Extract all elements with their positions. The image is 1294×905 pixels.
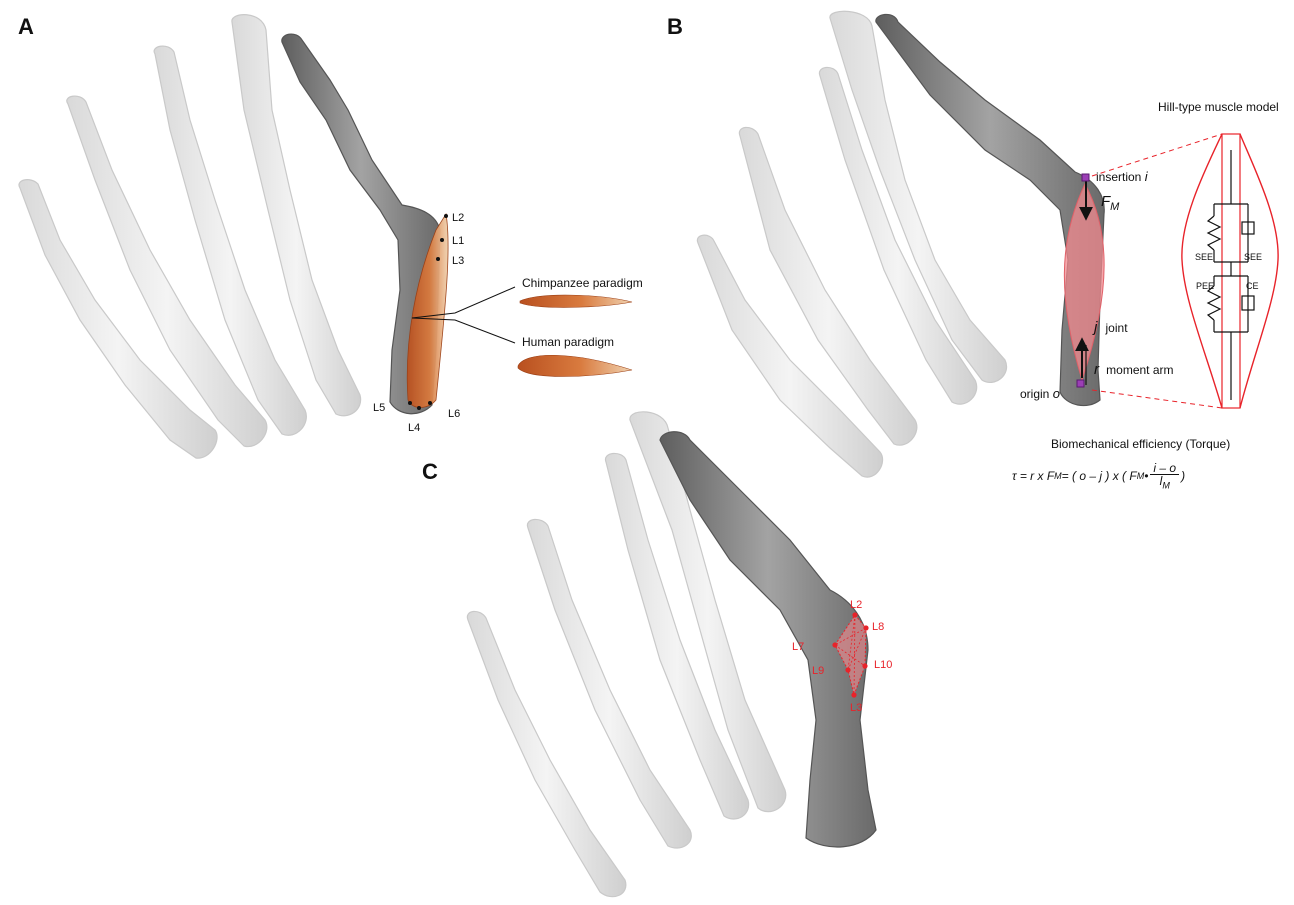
origin-marker	[1077, 380, 1084, 387]
landmark-label-l2: L2	[452, 213, 464, 224]
chimpanzee-paradigm-label: Chimpanzee paradigm	[522, 277, 643, 289]
insertion-label: insertion i	[1096, 170, 1148, 183]
c-landmark-label-l10: L10	[874, 660, 892, 671]
landmark-label-l4: L4	[408, 423, 420, 434]
dashed-connector-bottom	[1092, 390, 1222, 408]
origin-label: origin o	[1020, 387, 1060, 400]
equation-lhs: τ = r x F	[1012, 470, 1054, 482]
force-label: FM	[1101, 194, 1119, 213]
hill-model-outline	[1182, 134, 1278, 408]
human-muscle-shape	[518, 355, 632, 376]
hill-model-title: Hill-type muscle model	[1158, 101, 1279, 113]
efficiency-title: Biomechanical efficiency (Torque)	[1051, 438, 1230, 450]
panel-c-foot-bones	[467, 412, 785, 897]
panel-label-c: C	[422, 461, 438, 483]
human-paradigm-label: Human paradigm	[522, 336, 614, 348]
landmark-label-l3: L3	[452, 256, 464, 267]
landmark-label-l6: L6	[448, 409, 460, 420]
pee-spring	[1208, 286, 1220, 320]
see-left-label: SEE	[1195, 253, 1213, 262]
c-landmark-label-l7: L7	[792, 642, 804, 653]
moment-arm-label: r moment arm	[1094, 362, 1174, 377]
ce-label: CE	[1246, 282, 1259, 291]
c-landmark-label-l3: L3	[850, 703, 862, 714]
equation-fraction: i – o lM	[1150, 462, 1179, 490]
landmark-label-l5: L5	[373, 403, 385, 414]
c-landmark-label-l9: L9	[812, 666, 824, 677]
hill-muscle-model	[1182, 134, 1278, 408]
c-toe-5-bone	[467, 611, 625, 896]
insertion-marker	[1082, 174, 1089, 181]
equation-middle: = ( o – j ) x ( F	[1062, 470, 1137, 482]
panel-label-b: B	[667, 16, 683, 38]
insertion-vector-symbol: i	[1145, 169, 1148, 184]
pee-label: PEE	[1196, 282, 1214, 291]
c-landmark-label-l2: L2	[850, 600, 862, 611]
joint-label: j joint	[1094, 320, 1128, 335]
see-spring-left	[1208, 216, 1220, 250]
c-landmark-label-l8: L8	[872, 622, 884, 633]
chimpanzee-muscle-shape	[520, 295, 632, 307]
panel-label-a: A	[18, 16, 34, 38]
see-right-label: SEE	[1244, 253, 1262, 262]
landmark-label-l1: L1	[452, 236, 464, 247]
